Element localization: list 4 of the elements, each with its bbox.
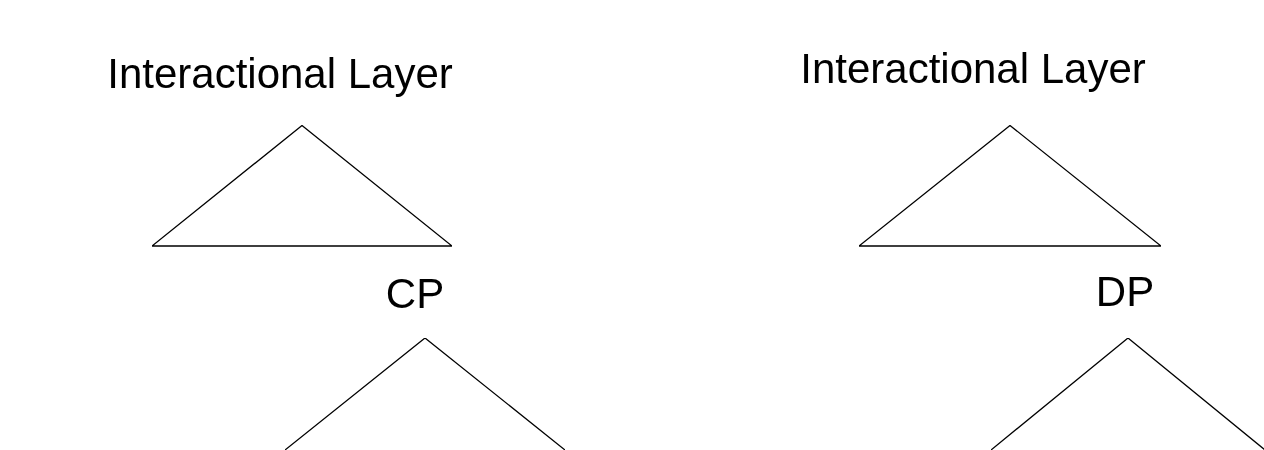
node-label: DP [1095, 268, 1155, 316]
node-label: CP [385, 270, 445, 318]
node-label: Interactional Layer [800, 45, 1146, 93]
node-label: Interactional Layer [107, 50, 453, 98]
